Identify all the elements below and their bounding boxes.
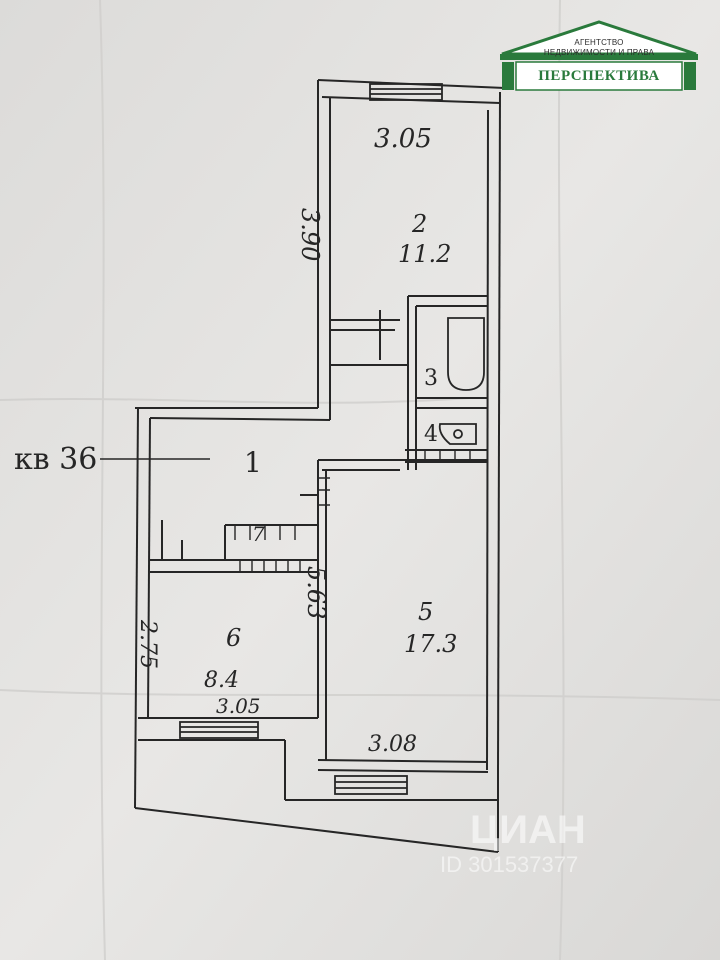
logo-subtitle: АГЕНТСТВО НЕДВИЖИМОСТИ И ПРАВА [543, 38, 655, 57]
room-6-area: 8.4 [204, 668, 239, 693]
room-2-width-dimension: 3.05 [374, 124, 432, 154]
windows [179, 83, 443, 795]
room-7-number: 7 [252, 522, 265, 546]
room-2-number: 2 [412, 210, 428, 238]
room-6-length-dimension: 2.75 [135, 620, 160, 669]
watermark-brand: ЦИАН [470, 808, 586, 852]
room-1-number: 1 [244, 446, 262, 479]
room-6-number: 6 [226, 624, 242, 652]
logo-building-icon [500, 20, 698, 91]
room-4-number: 4 [424, 422, 438, 447]
room-3-number: 3 [424, 366, 438, 391]
agency-logo: АГЕНТСТВО НЕДВИЖИМОСТИ И ПРАВА ПЕРСПЕКТИ… [498, 20, 700, 96]
apartment-label: кв 36 [14, 442, 98, 477]
room-5-width-dimension: 3.08 [368, 732, 417, 757]
room-2-area: 11.2 [398, 240, 452, 268]
room-5-number: 5 [418, 598, 434, 626]
toilet-fixture [438, 423, 477, 445]
walls [134, 79, 506, 853]
room-5-area: 17.3 [404, 630, 458, 658]
watermark-id: ID 301537377 [440, 852, 579, 877]
logo-title: ПЕРСПЕКТИВА [538, 68, 660, 84]
bathtub-fixture [447, 317, 485, 391]
room-2-length-dimension: 3.90 [296, 208, 324, 262]
room-6-width-dimension: 3.05 [216, 694, 261, 718]
room-5-length-dimension: 5.63 [302, 566, 330, 620]
